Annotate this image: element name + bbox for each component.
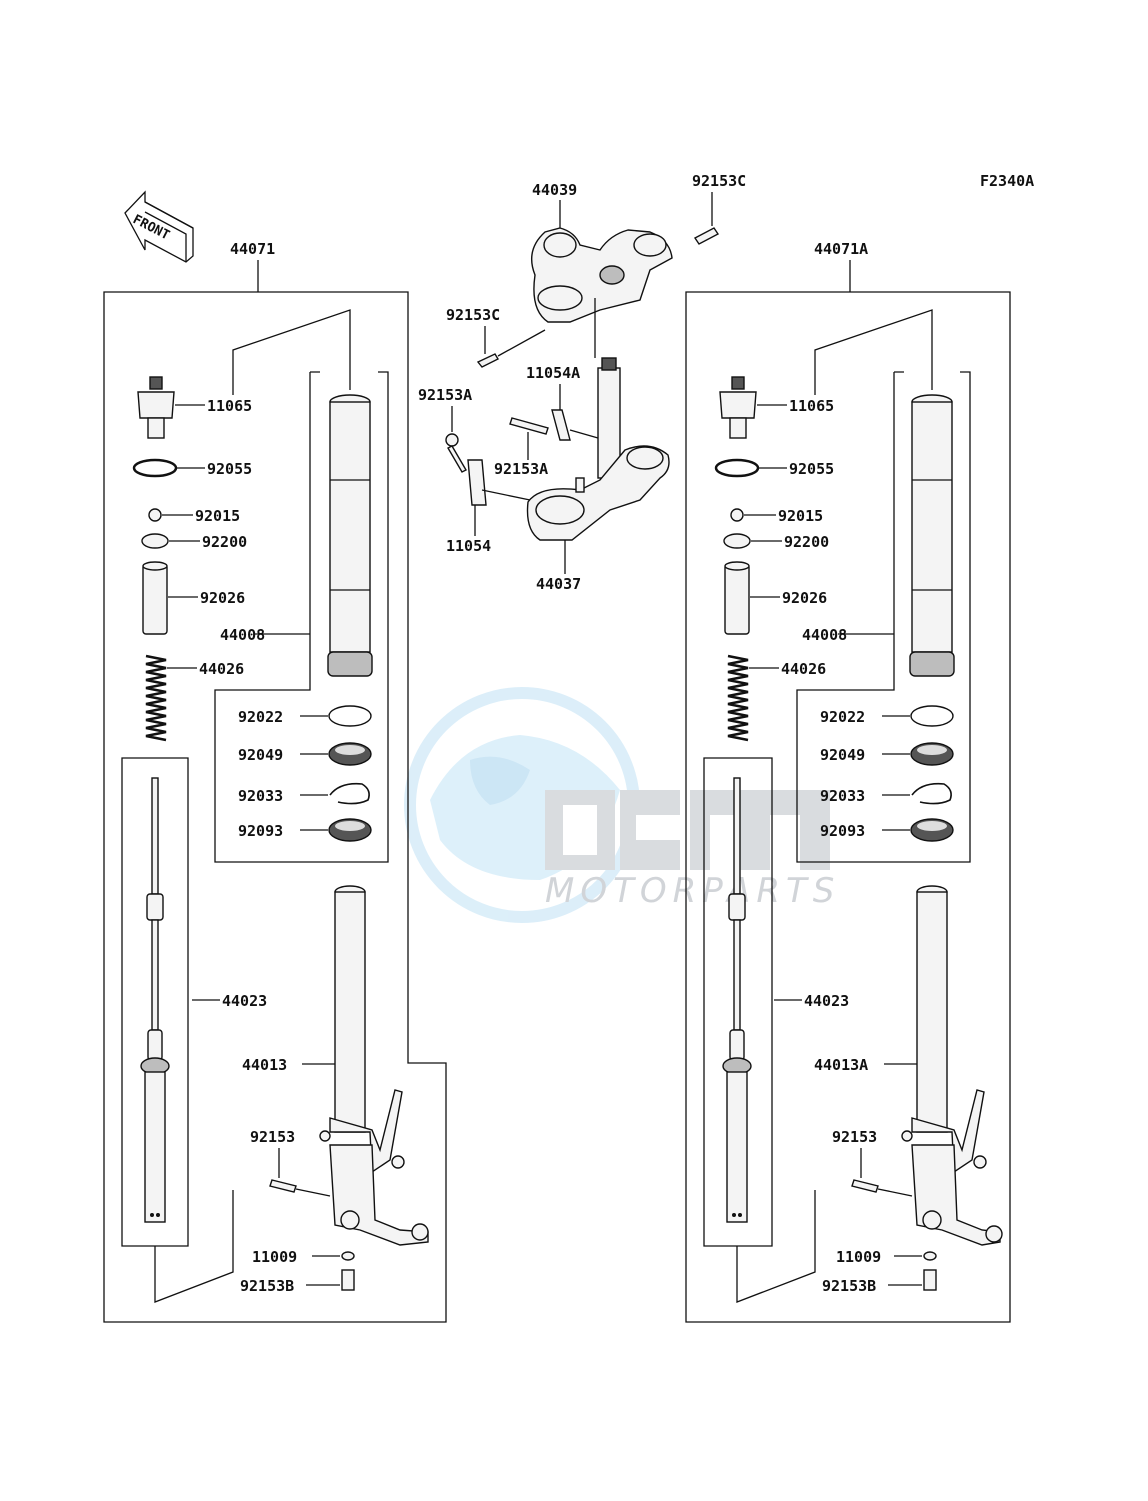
front-label: FRONT (130, 212, 172, 243)
label-11065-left: 11065 (207, 397, 252, 415)
label-44013-left: 44013 (242, 1056, 287, 1074)
washer-92200-left (141, 533, 169, 549)
clip-92033-right (911, 782, 952, 805)
inner-tube-44013-left (334, 885, 366, 1133)
label-92022-left: 92022 (238, 708, 283, 726)
bolt-92153-left (269, 1179, 297, 1193)
label-44037: 44037 (536, 575, 581, 593)
diagram-code: F2340A (980, 172, 1034, 190)
label-92200-right: 92200 (784, 533, 829, 551)
label-92033-right: 92033 (820, 787, 865, 805)
spring-44026-left (145, 654, 167, 742)
nut-92015-right (730, 508, 744, 522)
label-11065-right: 11065 (789, 397, 834, 415)
ring-92022-left (328, 705, 372, 727)
o-ring-92055-left (132, 458, 178, 478)
bolt-92153c-right (693, 227, 720, 245)
label-44071: 44071 (230, 240, 275, 258)
ring-92022-right (910, 705, 954, 727)
watermark-logo: MOTORPARTS (404, 687, 840, 923)
bracket-11054a (551, 409, 571, 441)
label-92153-right: 92153 (832, 1128, 877, 1146)
seal-92049-right (910, 742, 954, 766)
seal-92049-left (328, 742, 372, 766)
outer-tube-44008-left (327, 394, 373, 677)
upper-triple-clamp-44039 (531, 227, 673, 323)
label-11054: 11054 (446, 537, 491, 555)
label-92153-left: 92153 (250, 1128, 295, 1146)
dust-seal-92093-right (910, 818, 954, 842)
label-92049-left: 92049 (238, 746, 283, 764)
spring-44026-right (727, 654, 749, 742)
label-92015-right: 92015 (778, 507, 823, 525)
label-11054a: 11054A (526, 364, 580, 382)
label-92026-left: 92026 (200, 589, 245, 607)
nut-92015-left (148, 508, 162, 522)
axle-bracket-left (319, 1089, 429, 1246)
washer-92200-right (723, 533, 751, 549)
damper-cartridge-44023-left (146, 777, 164, 1061)
outer-tube-44008-right (909, 394, 955, 677)
label-92153c-left: 92153C (446, 306, 500, 324)
label-92153b-left: 92153B (240, 1277, 294, 1295)
o-ring-92055-right (714, 458, 760, 478)
label-44008-left: 44008 (220, 626, 265, 644)
washer-11009-right (923, 1251, 937, 1261)
label-92153c-right: 92153C (692, 172, 746, 190)
bolt-92153b-right (923, 1269, 937, 1291)
label-11009-right: 11009 (836, 1248, 881, 1266)
label-92153a-right: 92153A (494, 460, 548, 478)
bolt-92153c-left (476, 353, 499, 368)
label-92033-left: 92033 (238, 787, 283, 805)
label-92153a-left: 92153A (418, 386, 472, 404)
label-92055-left: 92055 (207, 460, 252, 478)
bolt-92153a-left (445, 433, 467, 473)
spacer-92026-left (142, 561, 168, 635)
lower-triple-clamp-44037 (526, 445, 670, 541)
cylinder-right (722, 1057, 752, 1223)
cylinder-left (140, 1057, 170, 1223)
bolt-92153b-left (341, 1269, 355, 1291)
cap-bolt-11065-left (137, 376, 175, 439)
label-44013a-right: 44013A (814, 1056, 868, 1074)
label-92055-right: 92055 (789, 460, 834, 478)
label-44039: 44039 (532, 181, 577, 199)
label-92200-left: 92200 (202, 533, 247, 551)
left-fork-frame (103, 291, 447, 1323)
spacer-92026-right (724, 561, 750, 635)
damper-cartridge-44023-right (728, 777, 746, 1061)
label-92015-left: 92015 (195, 507, 240, 525)
label-92153b-right: 92153B (822, 1277, 876, 1295)
label-92093-left: 92093 (238, 822, 283, 840)
label-92093-right: 92093 (820, 822, 865, 840)
cap-bolt-11065-right (719, 376, 757, 439)
label-44023-left: 44023 (222, 992, 267, 1010)
front-arrow-icon: FRONT (124, 190, 194, 263)
axle-bracket-right (901, 1089, 1003, 1246)
label-92022-right: 92022 (820, 708, 865, 726)
inner-tube-44013a-right (916, 885, 948, 1133)
washer-11009-left (341, 1251, 355, 1261)
watermark-text: MOTORPARTS (545, 871, 840, 911)
label-44026-left: 44026 (199, 660, 244, 678)
dust-seal-92093-left (328, 818, 372, 842)
label-11009-left: 11009 (252, 1248, 297, 1266)
bracket-11054 (467, 459, 487, 506)
right-fork-frame (685, 291, 1011, 1323)
label-92049-right: 92049 (820, 746, 865, 764)
bolt-92153-right (851, 1179, 879, 1193)
label-44026-right: 44026 (781, 660, 826, 678)
label-44023-right: 44023 (804, 992, 849, 1010)
label-44071a: 44071A (814, 240, 868, 258)
clip-92033-left (329, 782, 370, 805)
bolt-92153a-right (509, 417, 549, 435)
label-92026-right: 92026 (782, 589, 827, 607)
label-44008-right: 44008 (802, 626, 847, 644)
